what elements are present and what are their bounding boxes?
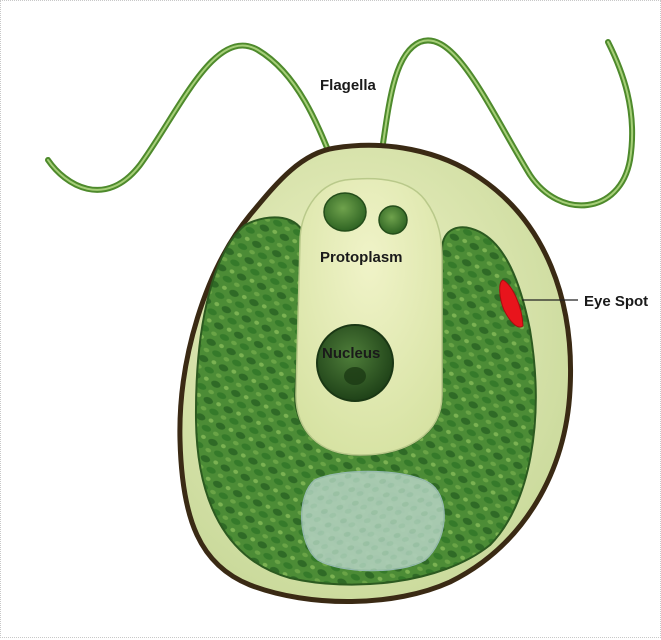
- nucleus: [317, 325, 393, 401]
- label-protoplasm: Protoplasm: [320, 249, 403, 266]
- label-flagella: Flagella: [320, 77, 377, 94]
- nucleolus: [344, 367, 366, 385]
- label-eye-spot: Eye Spot: [584, 293, 648, 310]
- label-nucleus: Nucleus: [322, 345, 380, 362]
- vesicle-large: [324, 193, 366, 231]
- protoplasm-region: [296, 179, 442, 455]
- vesicle-small: [379, 206, 407, 234]
